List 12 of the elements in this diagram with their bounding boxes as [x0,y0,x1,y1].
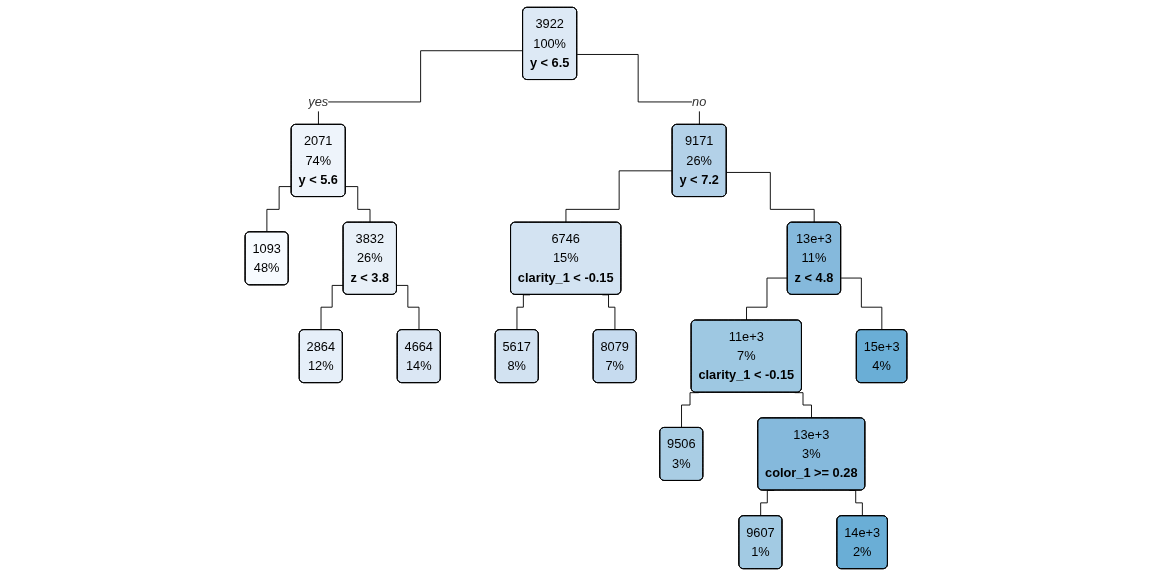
connector [840,277,883,331]
connector [746,277,789,321]
connector [318,50,524,126]
edge-label: no [692,94,707,109]
connector [320,284,344,331]
connector [565,170,673,224]
connector [726,172,815,224]
connector [345,186,371,224]
connector [266,186,293,233]
edge-label: yes [308,94,329,109]
connector [396,284,420,331]
connector [576,54,701,126]
